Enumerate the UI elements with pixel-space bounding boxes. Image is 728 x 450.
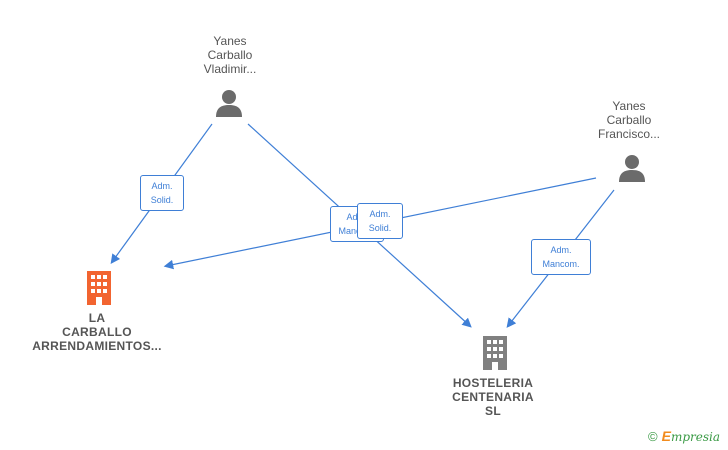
company-label-la-carballo[interactable]: LA CARBALLO ARRENDAMIENTOS...: [22, 311, 172, 353]
role-line: Adm.: [369, 209, 391, 219]
role-line: Adm.: [550, 245, 572, 255]
brand-initial: E: [661, 428, 671, 444]
person-name-line: Vladimir...: [203, 62, 257, 76]
role-line: Adm.: [151, 181, 173, 191]
person-icon[interactable]: [617, 153, 647, 183]
role-line: Solid.: [150, 195, 174, 205]
role-line: Mancom.: [542, 259, 580, 269]
role-badge[interactable]: Adm. Solid.: [357, 203, 403, 239]
company-name-line: CENTENARIA: [452, 390, 534, 404]
brand-name: mpresia: [670, 430, 720, 444]
company-name-line: ARRENDAMIENTOS...: [32, 339, 162, 353]
role-badge[interactable]: Adm. Solid.: [140, 175, 184, 211]
building-icon[interactable]: [480, 336, 510, 370]
person-name-line: Carballo: [207, 48, 253, 62]
building-icon[interactable]: [84, 271, 114, 305]
person-name-line: Francisco...: [597, 127, 660, 141]
company-name-line: SL: [485, 404, 501, 418]
company-name-line: HOSTELERIA: [452, 376, 534, 390]
company-label-hosteleria[interactable]: HOSTELERIA CENTENARIA SL: [438, 376, 548, 418]
company-name-line: LA: [88, 311, 106, 325]
company-name-line: CARBALLO: [62, 325, 132, 339]
person-name-line: Yanes: [612, 99, 646, 113]
person-name-line: Carballo: [606, 113, 652, 127]
empresia-watermark: ©Empresia: [648, 428, 720, 444]
role-line: Adm.: [335, 210, 379, 224]
role-line: Mancom.: [335, 224, 379, 238]
person-icon[interactable]: [214, 88, 244, 118]
person-label-francisco[interactable]: Yanes Carballo Francisco...: [578, 99, 680, 141]
role-badge[interactable]: Adm. Mancom.: [531, 239, 591, 275]
person-label-vladimir[interactable]: Yanes Carballo Vladimir...: [180, 34, 280, 76]
copyright-icon: ©: [648, 429, 658, 444]
role-line: Solid.: [368, 223, 392, 233]
person-name-line: Yanes: [213, 34, 247, 48]
